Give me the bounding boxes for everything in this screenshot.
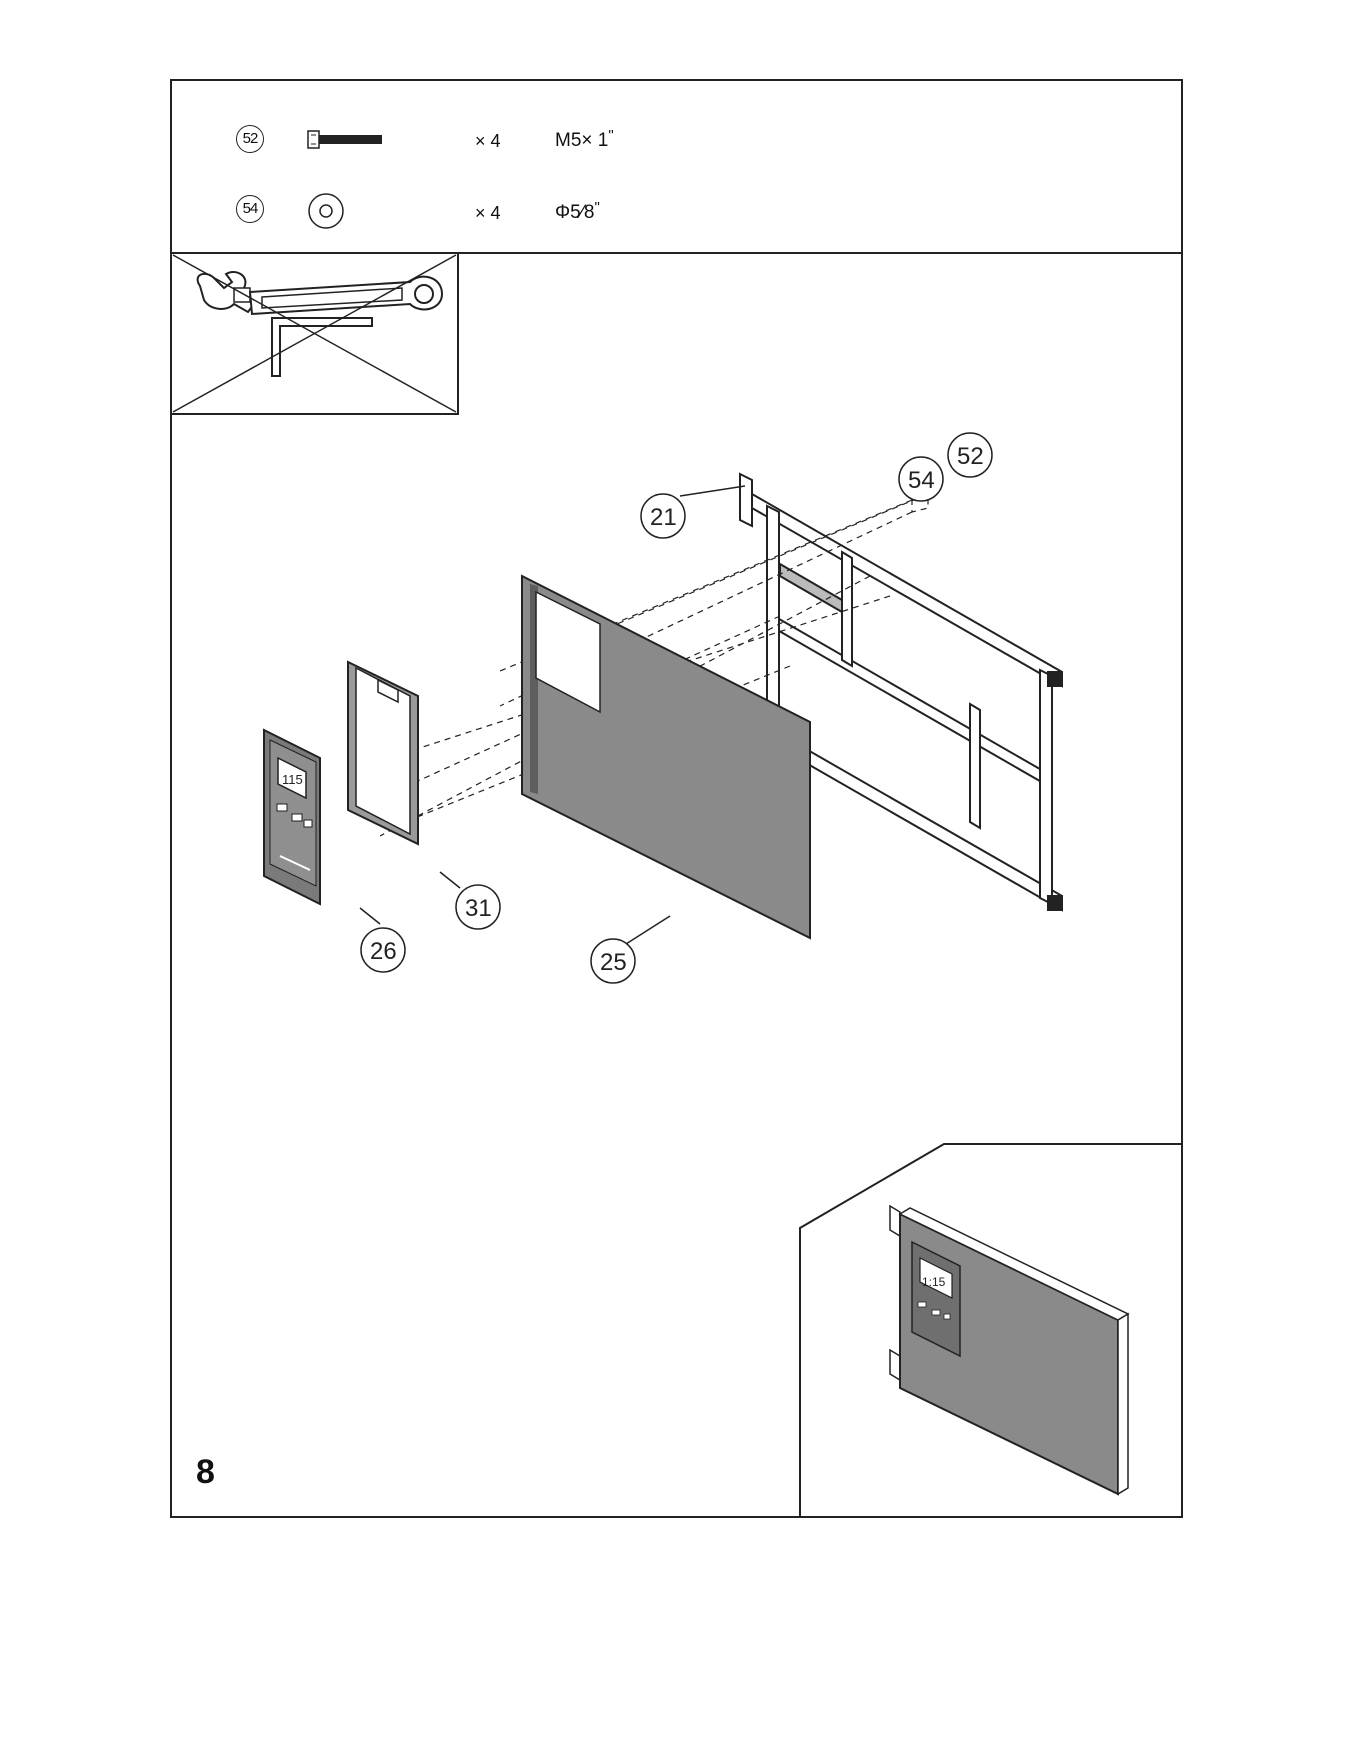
tools-box — [170, 252, 460, 416]
completed-assembly-inset: 1:15 — [798, 1142, 1182, 1518]
scoreboard-clock-part-26: 115 — [264, 730, 320, 904]
callout-label: 52 — [957, 443, 984, 470]
part-spec-unit: " — [608, 127, 613, 144]
clock-bracket-part-31 — [348, 662, 418, 844]
callout-label: 54 — [908, 467, 935, 494]
inset-clock-display: 1:15 — [922, 1275, 946, 1289]
hardware-row-bolt: 52 × 4 M5× 1" — [170, 121, 1183, 161]
part-quantity: × 4 — [475, 203, 501, 224]
callout-label: 26 — [370, 938, 397, 965]
part-spec: Φ5⁄8" — [555, 199, 600, 224]
callout-21: 21 — [641, 494, 685, 538]
hardware-list: 52 × 4 M5× 1" 54 × 4 Φ5⁄8" — [170, 79, 1183, 254]
callout-26: 26 — [361, 928, 405, 972]
hardware-row-washer: 54 × 4 Φ5⁄8" — [170, 191, 1183, 231]
part-number-badge: 52 — [236, 125, 264, 153]
step-number: 8 — [196, 1453, 215, 1492]
callout-52: 52 — [948, 433, 992, 477]
part-quantity: × 4 — [475, 131, 501, 152]
clock-display: 115 — [282, 772, 303, 787]
washer-icon — [306, 191, 346, 231]
callout-54: 54 — [899, 457, 943, 501]
part-spec: M5× 1" — [555, 127, 614, 152]
assembled-panel: 1:15 — [890, 1206, 1128, 1494]
part-spec-unit: " — [594, 199, 599, 216]
exploded-assembly-diagram: 115 21 54 — [170, 416, 1183, 1116]
part-number-badge: 54 — [236, 195, 264, 223]
bolt-icon — [307, 129, 387, 151]
callout-31: 31 — [456, 885, 500, 929]
callout-label: 21 — [650, 504, 677, 531]
part-spec-text: Φ5⁄8 — [555, 202, 594, 223]
callout-25: 25 — [591, 939, 635, 983]
callout-label: 31 — [465, 895, 492, 922]
part-spec-text: M5× 1 — [555, 130, 608, 151]
callout-label: 25 — [600, 949, 627, 976]
